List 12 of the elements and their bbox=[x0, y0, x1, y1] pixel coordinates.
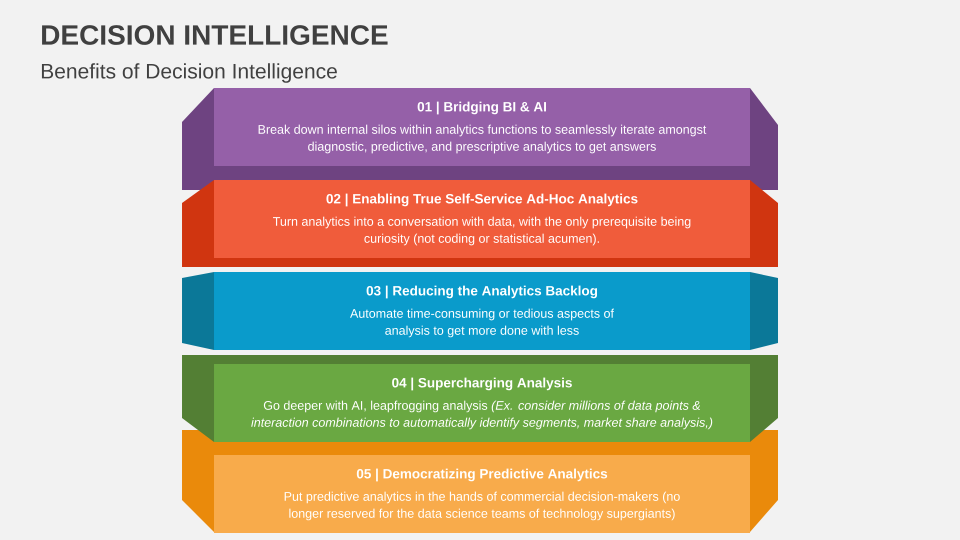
band-text: Go deeper with AI, leapfrogging analysis (Ex. consider millions of data points & interaction combinations to automatically identify segments, market share analysis,) bbox=[251, 400, 712, 430]
band-heading: 02 | Enabling True Self-Service Ad-Hoc Analytics bbox=[326, 194, 638, 206]
slide-subtitle: Benefits of Decision Intelligence bbox=[42, 63, 337, 83]
band-text: Break down internal silos within analytics functions to seamlessly iterate amongst diagnostic, predictive, and prescriptive analytics to get answers bbox=[258, 124, 706, 154]
band-heading: 03 | Reducing the Analytics Backlog bbox=[366, 286, 597, 298]
band-heading: 01 | Bridging BI & AI bbox=[418, 102, 546, 114]
band-heading: 05 | Democratizing Predictive Analytics bbox=[356, 468, 608, 482]
slide-title: DECISION INTELLIGENCE bbox=[42, 25, 388, 45]
band-text: Turn analytics into a conversation with data, with the only prerequisite being curiosity (not coding or statistical acumen). bbox=[273, 216, 690, 246]
band-text: Put predictive analytics in the hands of commercial decision-makers (no longer reserved for the data science teams of technology supergiants) bbox=[284, 492, 680, 520]
band-text: Automate time-consuming or tedious aspects of analysis to get more done with less bbox=[350, 308, 614, 338]
band-heading: 04 | Supercharging Analysis bbox=[392, 378, 572, 390]
